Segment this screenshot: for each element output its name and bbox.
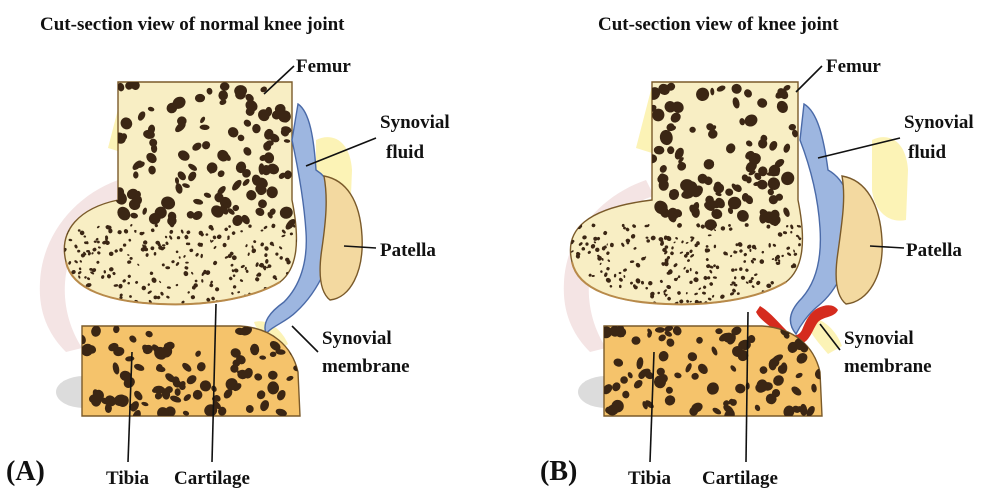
synovial-fluid-label-line1: Synovial [904,112,974,133]
bone-spot [777,303,780,305]
bone-spot [71,289,75,293]
bone-spot [801,280,806,285]
femur-label: Femur [296,56,351,77]
panel-b-letter: (B) [540,456,577,487]
bone-spot [790,289,794,293]
bone-spot [590,294,595,299]
bone-spot [612,300,615,304]
synovial-membrane-label-line2: membrane [322,356,410,377]
panel-a-letter: (A) [6,456,45,487]
bone-spot [779,290,783,294]
cartilage-label: Cartilage [702,468,778,489]
bone-spot [209,166,214,174]
tibia-label: Tibia [106,468,149,489]
bone-spot [253,299,259,305]
panel-b-title: Cut-section view of knee joint [598,14,839,35]
fat-pad-shape [872,137,908,221]
bone-spot [667,146,674,154]
panel-b: Cut-section view of knee joint Femur Syn… [540,14,974,489]
bone-spot [779,301,784,305]
bone-spot [133,171,138,178]
bone-spot [789,294,791,297]
bone-spot [259,299,264,303]
bone-spot [84,290,89,295]
bone-spot [803,249,807,254]
panel-a-title: Cut-section view of normal knee joint [40,14,345,35]
bone-spot [690,268,692,271]
bone-spot [595,297,599,301]
synovial-fluid-label-line2: fluid [386,142,424,163]
synovial-membrane-leader [292,326,318,352]
bone-spot [107,299,112,304]
bone-spot [266,294,270,298]
femur-leader [796,66,822,92]
synovial-membrane-label-line2: membrane [844,356,932,377]
bone-spot [290,276,294,280]
bone-spot [82,294,88,300]
bone-spot [295,269,299,272]
bone-spot [775,296,779,300]
bone-spot [790,231,792,234]
bone-spot [65,283,70,288]
bone-spot [780,298,783,301]
synovial-membrane-label-line1: Synovial [322,328,392,349]
synovial-membrane-label-line1: Synovial [844,328,914,349]
bone-spot [78,291,83,296]
synovial-fluid-label-line1: Synovial [380,112,450,133]
bone-spot [771,299,775,304]
bone-spot [69,292,72,296]
bone-spot [263,301,268,306]
bone-spot [783,301,789,307]
tibia-label: Tibia [628,468,671,489]
patella-bone [320,176,362,300]
bone-spot [291,279,295,283]
bone-spot [800,261,805,266]
bone-spot [92,296,97,301]
bone-spot [739,300,745,306]
bone-spot [790,290,796,296]
bone-spot [199,231,203,236]
patella-label: Patella [380,240,436,261]
bone-spot [296,272,300,277]
panel-a: Cut-section view of normal knee joint Fe… [6,14,450,489]
femur-label: Femur [826,56,881,77]
synovial-fluid-label-line2: fluid [908,142,946,163]
patella-label: Patella [906,240,962,261]
bone-spot [91,299,95,302]
cartilage-label: Cartilage [174,468,250,489]
bone-spot [69,290,75,295]
bone-spot [797,266,802,271]
bone-spot [238,301,241,304]
